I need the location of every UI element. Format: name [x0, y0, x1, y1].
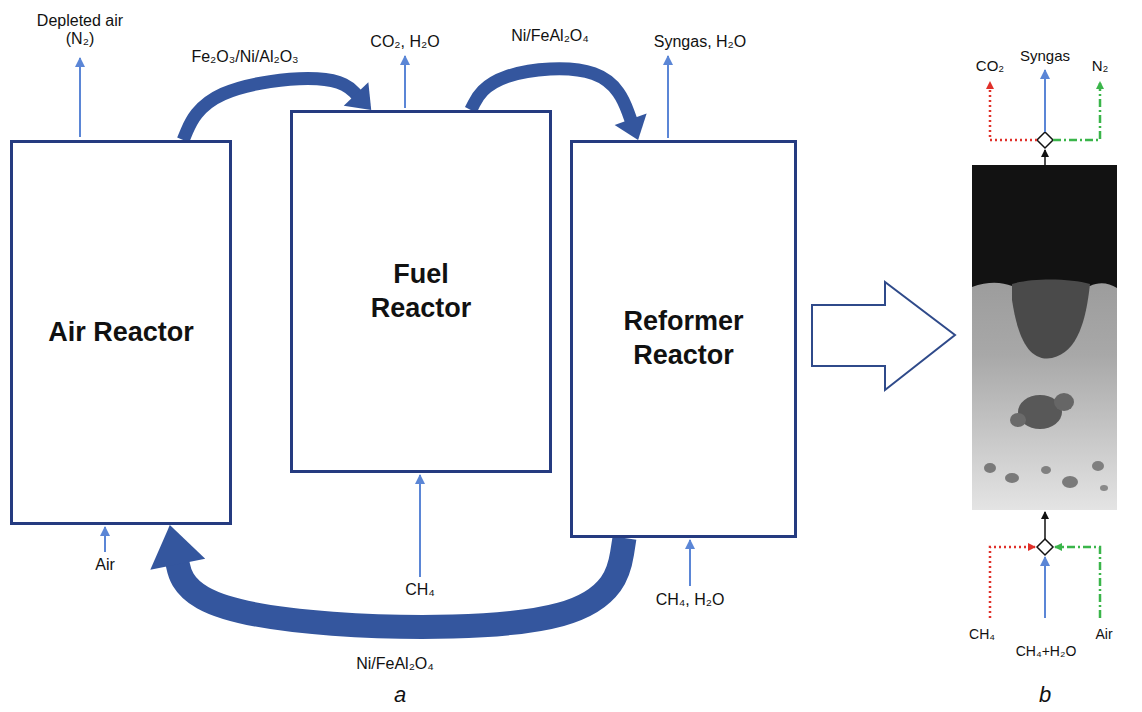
gas-bubble	[1005, 473, 1019, 483]
outlet-arrow	[404, 56, 406, 108]
inlet-arrow	[104, 527, 106, 552]
gas-bubble	[1010, 413, 1026, 427]
stream-label: CH₄	[969, 626, 995, 642]
outlet-arrow	[79, 58, 81, 137]
flow-line	[1044, 512, 1046, 539]
freeboard	[972, 165, 1117, 288]
stream-label: CO₂	[976, 57, 1004, 74]
carrier-label: Ni/FeAl₂O₄	[353, 655, 437, 673]
reactor-box: Reformer Reactor	[570, 140, 797, 538]
flow-arrow-head	[615, 114, 647, 140]
n2-outlet-line	[1053, 82, 1100, 140]
outlet-arrow	[667, 56, 669, 138]
gas-bubble	[984, 463, 996, 473]
valve-diamond	[1037, 539, 1053, 555]
reactor-box: Fuel Reactor	[290, 110, 552, 473]
inlet-arrow	[689, 540, 691, 586]
reactor-name: Air Reactor	[48, 316, 194, 350]
co2-outlet-line	[990, 82, 1037, 140]
bed-photo	[972, 165, 1117, 510]
steam-inlet-line	[1044, 557, 1046, 618]
gas-bubble	[1012, 280, 1090, 359]
stream-label: CH₄, H₂O	[656, 591, 725, 609]
gas-bubble	[1100, 485, 1108, 491]
flow-arrow-body	[177, 538, 625, 627]
hollow-arrow	[812, 282, 955, 390]
stream-label: CH₄+H₂O	[1016, 643, 1077, 659]
stream-label: Air	[95, 556, 115, 574]
stream-label: N₂	[1092, 57, 1109, 74]
stream-label: Syngas, H₂O	[654, 33, 746, 51]
flow-arrow-head	[150, 525, 205, 570]
reactor-name: Fuel Reactor	[356, 258, 486, 326]
gas-bubble	[1041, 466, 1051, 474]
air-inlet-line	[1055, 547, 1100, 618]
gas-bubble	[1054, 393, 1074, 411]
reactor-name: Reformer Reactor	[596, 305, 771, 373]
stream-label: Air	[1095, 626, 1112, 642]
syngas-outlet-line	[1044, 70, 1046, 132]
carrier-label: Ni/FeAl₂O₄	[508, 27, 592, 45]
carrier-label: Fe₂O₃/Ni/Al₂O₃	[188, 48, 301, 66]
solid-flow-arrow	[150, 525, 624, 627]
stream-label: CO₂, H₂O	[370, 33, 439, 51]
valve-diamond	[1037, 132, 1053, 148]
reactor-box: Air Reactor	[10, 140, 232, 525]
gas-bubble	[1092, 461, 1104, 471]
stream-label: Syngas	[1020, 47, 1070, 64]
stream-label: Depleted air (N₂)	[28, 12, 133, 49]
flow-line	[1044, 150, 1046, 165]
ch4-inlet-line	[990, 547, 1035, 618]
gas-bubble	[1062, 476, 1078, 488]
flow-arrow-head	[344, 82, 371, 110]
stream-label: CH₄	[405, 581, 435, 599]
panel-letter: a	[394, 682, 406, 707]
inlet-arrow	[419, 475, 421, 577]
panel-letter: b	[1039, 682, 1051, 707]
